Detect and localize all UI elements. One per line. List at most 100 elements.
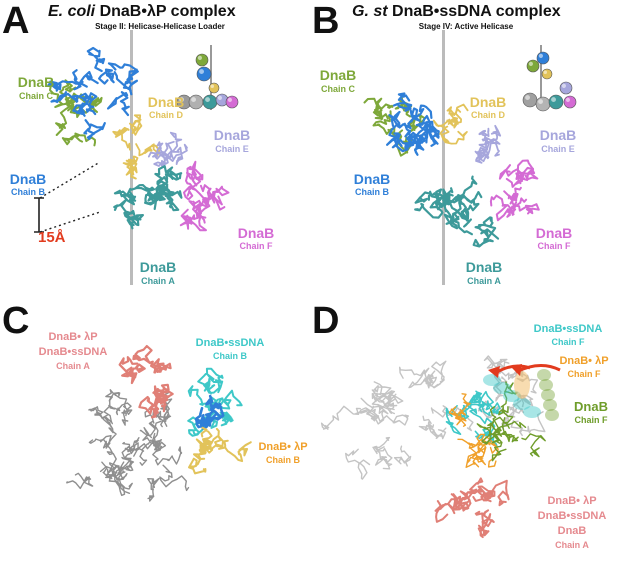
d-grey-ring-left-strand <box>366 410 409 426</box>
a-distance-bracket <box>34 197 44 233</box>
c-orange-name: DnaB• λP <box>258 441 308 453</box>
c-grey-complex-strand <box>94 392 121 423</box>
d-grey-ring-left-strand <box>371 381 392 403</box>
d-salmon-chain-strand <box>460 487 493 510</box>
c-pink-chain: Chain A <box>56 361 90 371</box>
c-grey-complex-strand <box>152 446 183 466</box>
a-sphere-yellow <box>208 82 220 94</box>
a-chain-a-trace-strand <box>113 198 142 221</box>
d-olive-helix-segment <box>545 409 559 421</box>
c-grey-complex-strand <box>108 402 133 417</box>
d-salmon-chain-strand <box>474 510 495 539</box>
b-chain-c-name: DnaB <box>319 67 357 83</box>
b-chain-e-trace-strand <box>477 127 490 160</box>
d-olive-chain-strand <box>500 381 518 408</box>
c-salmon-chain-strand <box>138 395 160 419</box>
b-chain-a-trace-strand <box>443 194 465 230</box>
b-chain-f-trace-strand <box>503 186 522 205</box>
c-grey-complex-strand <box>132 437 167 450</box>
panel-a-letter: A <box>2 0 30 42</box>
a-sphere-green <box>195 53 209 67</box>
c-grey-complex-strand <box>122 441 139 457</box>
a-chain-f-label: Chain F <box>239 241 273 251</box>
a-sphere-pink-highlight <box>227 97 232 102</box>
c-grey-complex-strand <box>147 477 160 502</box>
b-chain-d-name: DnaB <box>469 94 507 110</box>
a-chain-a-trace-strand <box>121 184 153 206</box>
d-cyan-helix-segment <box>493 382 511 394</box>
d-olive-helix-segment <box>539 379 553 391</box>
c-blue-core <box>194 394 225 430</box>
d-orange-name: DnaB• λP <box>559 355 609 367</box>
a-chain-f-trace-strand <box>183 165 203 201</box>
a-chain-d-name: DnaB <box>147 94 185 110</box>
b-sphere-green <box>526 59 540 73</box>
b-chain-c-trace-strand <box>363 97 383 121</box>
b-chain-d-trace-strand <box>439 127 468 145</box>
d-cyan-helix-segment <box>483 374 501 386</box>
d-orange-chain: Chain F <box>567 369 601 379</box>
panel-d-letter: D <box>312 300 340 342</box>
panel-c-letter: C <box>2 300 30 342</box>
a-chain-a-trace-strand <box>154 165 178 185</box>
panel-b-letter: B <box>312 0 340 42</box>
b-sphere-yellow <box>541 68 553 80</box>
a-chain-d-trace-strand <box>125 155 139 173</box>
panel-b-title-species: G. st <box>352 3 388 20</box>
a-chain-e-trace <box>147 131 188 167</box>
d-cyan-chain-strand <box>465 394 485 413</box>
panel-a-title-rest: DnaB•λP complex <box>95 3 236 20</box>
b-sphere-cyan-highlight <box>551 97 556 103</box>
d-salmon-chain <box>434 477 510 539</box>
a-sphere-grey1-highlight <box>179 97 184 103</box>
b-chain-f-trace-strand <box>489 194 517 222</box>
c-grey-complex-strand <box>141 427 163 453</box>
d-cyan-name: DnaB•ssDNA <box>533 323 603 335</box>
d-grey-ring-right-strand <box>493 370 508 402</box>
b-chain-f-trace <box>489 159 540 222</box>
a-chain-c-name: DnaB <box>17 74 55 90</box>
a-chain-c-label: Chain C <box>18 91 53 101</box>
d-grey-ring-left-strand <box>423 373 434 388</box>
a-chain-a-label: Chain A <box>141 276 175 286</box>
a-chain-b-name: DnaB <box>9 171 47 187</box>
a-chain-f-trace-strand <box>186 160 204 191</box>
a-sphere-lav-highlight <box>217 95 222 100</box>
a-sphere-cyan-highlight <box>205 97 210 103</box>
a-sphere-grey2-highlight <box>191 97 196 103</box>
b-sphere-cyan <box>548 94 564 110</box>
a-sphere-cyan <box>202 94 218 110</box>
d-olive-chain-strand <box>476 423 502 445</box>
c-cyan-chain-strand <box>203 373 221 395</box>
c-grey-complex-strand <box>159 464 190 492</box>
d-grey-ring-left-strand <box>371 395 395 415</box>
a-chain-b-trace-strand <box>47 80 88 92</box>
b-chain-c-label: Chain C <box>320 84 355 94</box>
b-sphere-grey1 <box>522 92 538 108</box>
d-olive-chain-strand <box>487 416 508 437</box>
a-sphere-blue-highlight <box>199 69 204 75</box>
a-chain-a-name: DnaB <box>139 259 177 275</box>
c-grey-complex-strand <box>105 389 130 426</box>
b-chain-d-trace <box>432 103 469 145</box>
a-chain-b-trace-strand <box>107 91 130 117</box>
b-chain-a-trace-strand <box>427 188 451 202</box>
c-grey-complex-strand <box>99 435 117 473</box>
b-sphere-grey2 <box>535 96 551 112</box>
b-sphere-axis <box>540 45 542 110</box>
b-sphere-grey2-highlight <box>538 99 543 105</box>
d-grey-ring-left <box>320 360 474 480</box>
c-grey-complex-strand <box>88 406 112 427</box>
a-chain-b-trace-strand <box>72 69 99 91</box>
c-grey-complex-strand <box>105 468 126 488</box>
d-orange-chain-strand <box>449 393 471 421</box>
a-chain-f-trace-strand <box>186 184 212 222</box>
d-grey-ring-left-strand <box>431 360 447 389</box>
a-chain-b-trace-strand <box>72 92 93 117</box>
d-orange-chain-strand <box>465 442 486 468</box>
d-grey-ring-left-strand <box>418 422 444 438</box>
a-chain-e-trace-strand <box>147 141 169 160</box>
b-chain-a-trace-strand <box>437 191 483 209</box>
c-salmon-chain-strand <box>125 363 146 385</box>
b-chain-a-name: DnaB <box>465 259 503 275</box>
